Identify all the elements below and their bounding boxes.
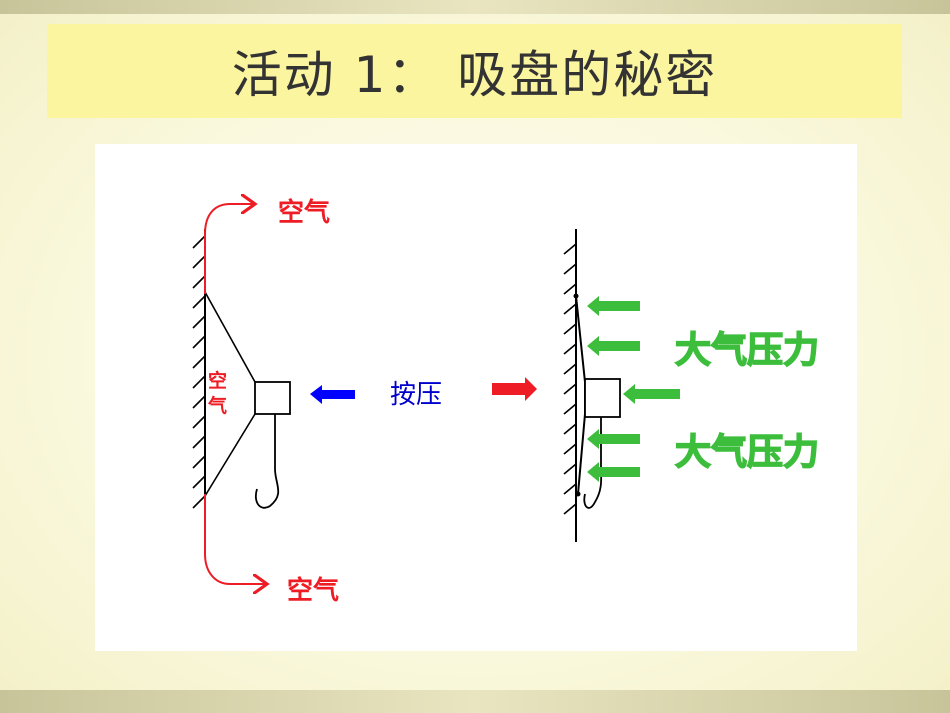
air-label-bottom: 空气 [287,575,339,606]
press-label: 按压 [390,380,442,410]
title-banner: 活动 1： 吸盘的秘密 [47,24,902,118]
top-decor-band [0,0,950,14]
atmospheric-pressure-arrows [587,296,680,482]
air-label-top: 空气 [278,197,330,228]
left-wall [192,229,206,524]
air-flow-arrows [204,204,265,584]
press-arrow-icon [310,385,355,404]
result-arrow-icon [492,377,537,401]
right-wall [563,229,577,542]
left-suction-cup [204,291,291,509]
air-label-inside: 空 气 [207,369,227,417]
air-label-inside-char1: 空 [208,369,227,392]
bottom-decor-band [0,690,950,713]
suction-cup-diagram: 空气 空气 空 气 按压 [192,144,820,606]
pressure-label-bottom: 大气压力 [675,432,819,473]
pressure-label-top: 大气压力 [675,330,819,371]
air-label-inside-char2: 气 [207,394,227,417]
page-title: 活动 1： 吸盘的秘密 [231,46,718,104]
diagram-panel: 空气 空气 空 气 按压 [95,144,857,651]
